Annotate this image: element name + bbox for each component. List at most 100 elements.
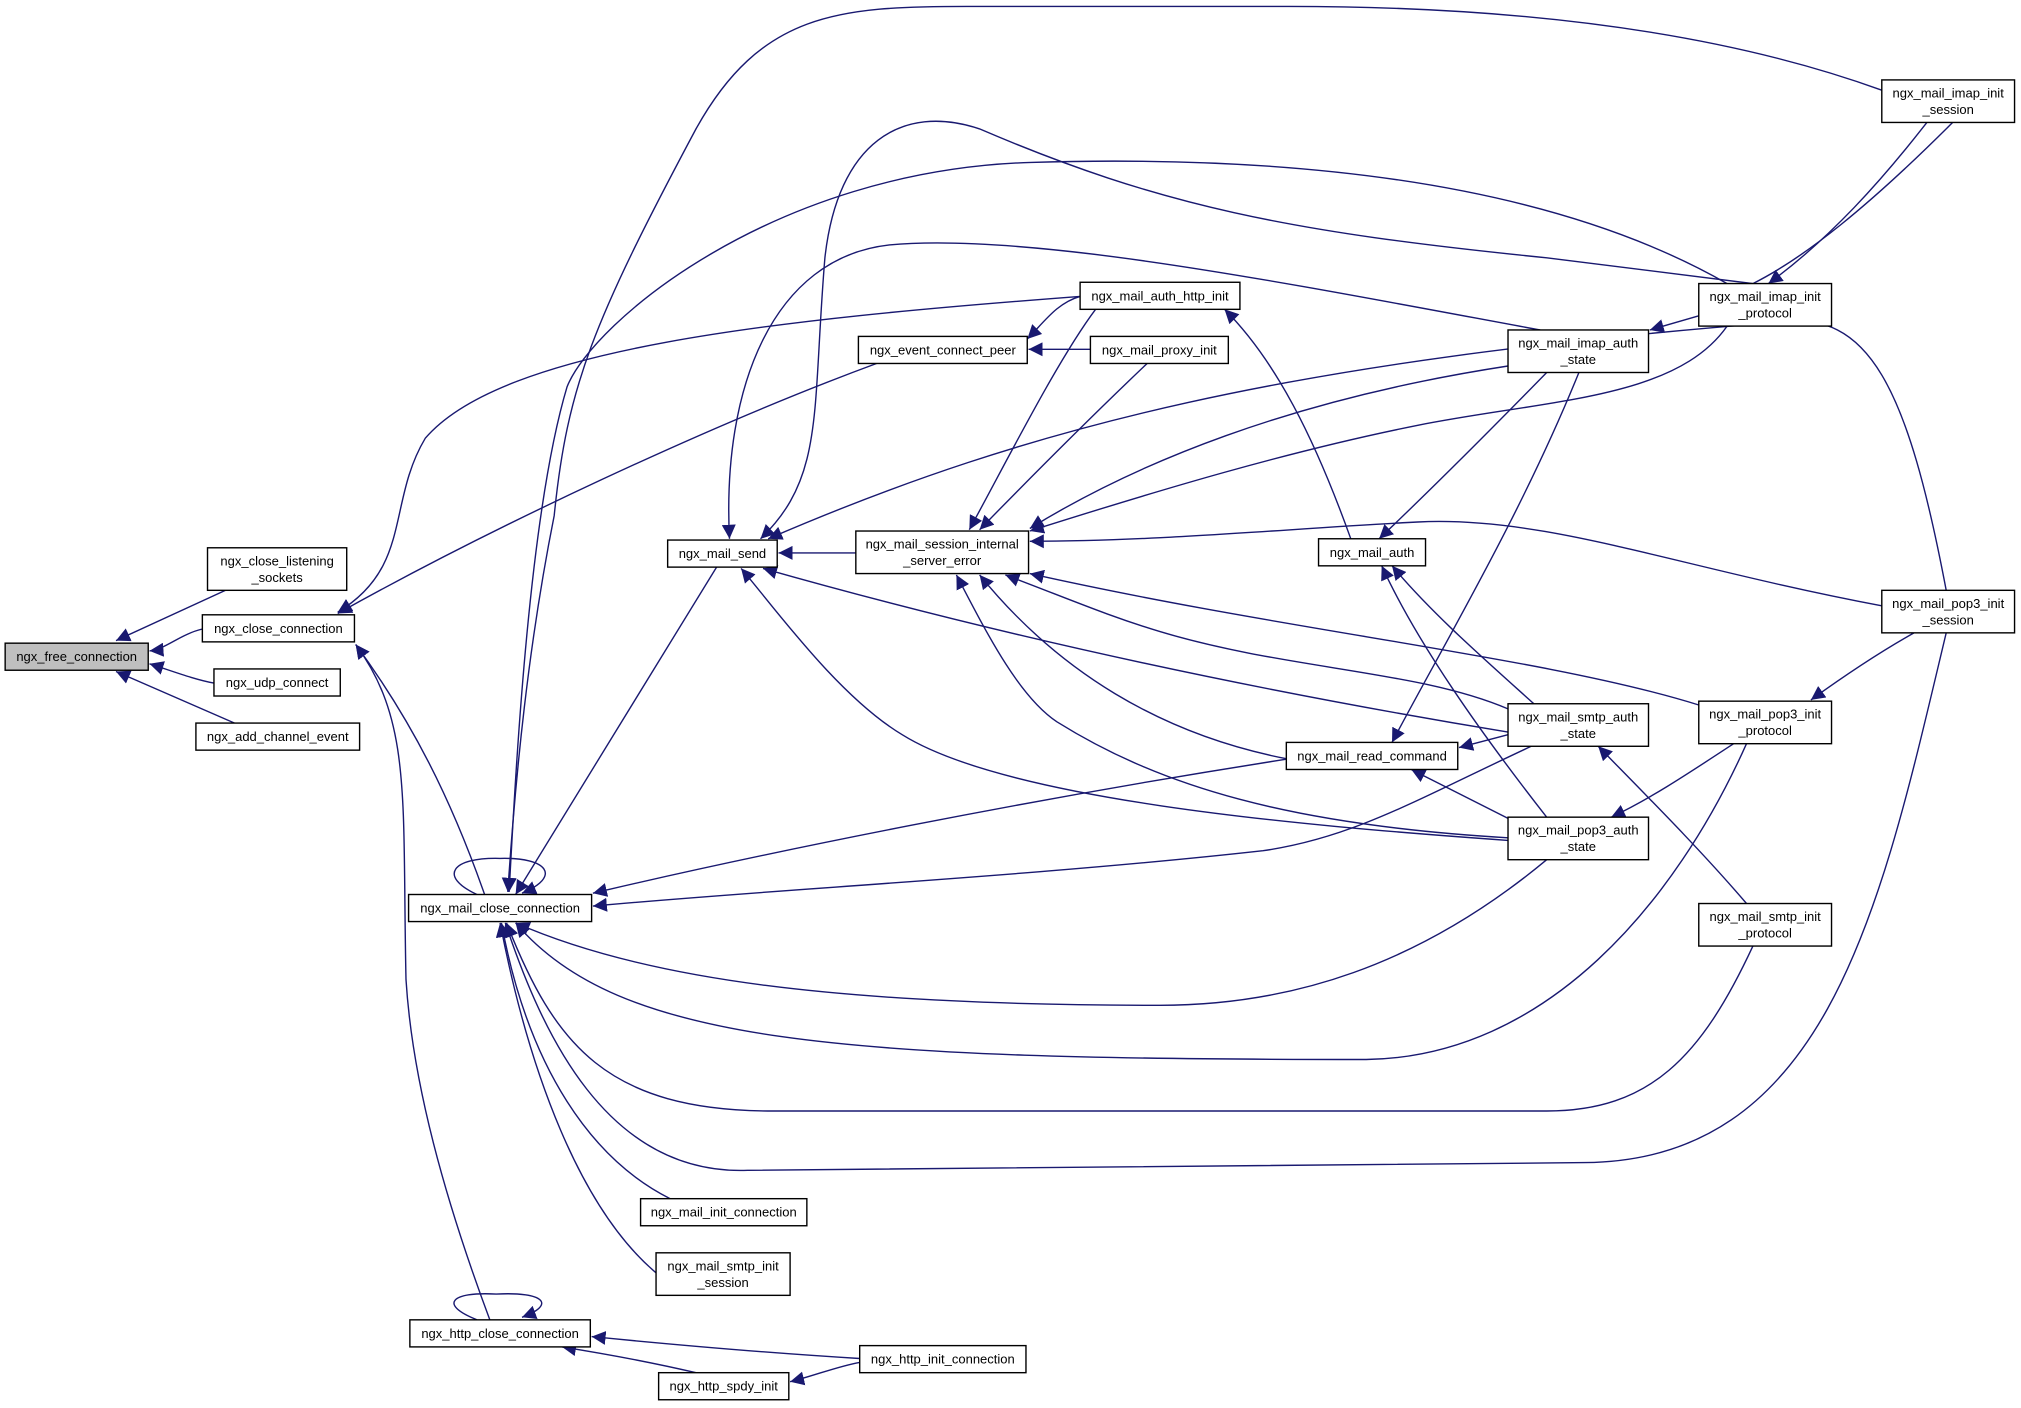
edge-line: [1029, 569, 1700, 706]
node-mail-auth[interactable]: ngx_mail_auth: [1317, 538, 1427, 567]
node-box: [1285, 741, 1459, 771]
edge-smtp-init-protocol-to-mail-close: [505, 922, 1754, 1112]
edge-pop3-auth-state-to-session-internal-err: [955, 574, 1509, 839]
node-pop3-init-session[interactable]: ngx_mail_pop3_init_session: [1881, 589, 2016, 634]
node-mail-send[interactable]: ngx_mail_send: [666, 539, 778, 568]
edge-imap-init-protocol-to-session-internal-err: [1029, 325, 1728, 534]
node-mail-proxy-init[interactable]: ngx_mail_proxy_init: [1089, 335, 1230, 365]
node-close-listen[interactable]: ngx_close_listening_sockets: [206, 547, 348, 592]
edge-line: [1391, 372, 1580, 743]
node-smtp-auth-state[interactable]: ngx_mail_smtp_auth_state: [1507, 703, 1650, 747]
node-label: ngx_free_connection: [16, 649, 137, 664]
edge-line: [592, 745, 1532, 912]
node-imap-init-protocol[interactable]: ngx_mail_imap_init_protocol: [1698, 282, 1833, 327]
edge-smtp-auth-state-to-mail-close: [592, 745, 1532, 912]
node-mail-close[interactable]: ngx_mail_close_connection: [407, 893, 593, 923]
node-http-close[interactable]: ngx_http_close_connection: [409, 1319, 592, 1348]
edge-line: [515, 859, 1548, 1007]
edge-line: [115, 670, 235, 724]
node-add-channel[interactable]: ngx_add_channel_event: [195, 722, 361, 751]
node-box: [1881, 79, 2016, 124]
edge-line: [968, 308, 1097, 531]
edge-mail-send-to-mail-close: [515, 566, 718, 895]
node-box: [1079, 281, 1241, 311]
edge-http-init-conn-to-http-close: [591, 1331, 860, 1360]
node-mail-init-conn[interactable]: ngx_mail_init_connection: [639, 1197, 808, 1227]
node-label: ngx_mail_smtp_init: [1710, 909, 1822, 924]
node-label: _state: [1560, 839, 1596, 854]
edge-line: [1767, 121, 1928, 285]
node-box: [4, 642, 149, 671]
edge-mail-proxy-init-to-session-internal-err: [979, 362, 1148, 531]
edge-mail-read-command-to-session-internal-err: [979, 574, 1290, 760]
node-label: ngx_mail_close_connection: [420, 901, 580, 916]
node-http-init-conn[interactable]: ngx_http_init_connection: [858, 1344, 1027, 1374]
edge-mail-read-command-to-mail-close: [592, 758, 1287, 897]
edge-line: [149, 661, 215, 684]
edges-layer: [115, 5, 1954, 1386]
node-box: [206, 547, 348, 592]
node-label: ngx_mail_imap_init: [1710, 289, 1822, 304]
node-pop3-init-protocol[interactable]: ngx_mail_pop3_init_protocol: [1698, 700, 1833, 745]
edge-http-init-conn-to-spdy-init: [789, 1361, 860, 1386]
edge-line: [1029, 365, 1509, 530]
node-label: ngx_http_close_connection: [421, 1326, 579, 1341]
edge-line: [1610, 743, 1734, 818]
node-box: [1507, 329, 1650, 374]
edge-line: [740, 567, 1509, 842]
node-pop3-auth-state[interactable]: ngx_mail_pop3_auth_state: [1507, 816, 1650, 861]
node-smtp-init-session[interactable]: ngx_mail_smtp_init_session: [655, 1252, 791, 1297]
node-udp-connect[interactable]: ngx_udp_connect: [213, 668, 341, 697]
node-box: [855, 530, 1030, 575]
node-label: ngx_mail_auth: [1330, 545, 1415, 560]
node-label: ngx_mail_pop3_auth: [1518, 823, 1639, 838]
node-mail-read-command[interactable]: ngx_mail_read_command: [1285, 741, 1459, 771]
edge-http-close-to-close-conn: [355, 644, 491, 1321]
node-smtp-init-protocol[interactable]: ngx_mail_smtp_init_protocol: [1698, 902, 1833, 947]
edge-line: [453, 857, 546, 896]
edge-line: [1458, 734, 1509, 751]
edge-line: [1378, 372, 1548, 540]
edge-pop3-auth-state-to-mail-close: [515, 859, 1548, 1007]
node-box: [195, 722, 361, 751]
node-label: ngx_mail_pop3_init: [1709, 707, 1821, 722]
edge-line: [453, 1293, 543, 1321]
edge-line: [762, 565, 1509, 733]
node-close-conn[interactable]: ngx_close_connection: [201, 614, 356, 643]
node-label: ngx_mail_smtp_init: [667, 1258, 779, 1273]
edge-imap-auth-state-to-session-internal-err: [1029, 365, 1509, 530]
node-session-internal-err[interactable]: ngx_mail_session_internal_server_error: [855, 530, 1030, 575]
edge-smtp-auth-state-to-session-internal-err: [1005, 573, 1509, 710]
node-label: ngx_mail_read_command: [1297, 748, 1447, 763]
edge-line: [355, 644, 491, 1321]
node-label: ngx_udp_connect: [226, 675, 329, 690]
node-imap-init-session[interactable]: ngx_mail_imap_init_session: [1881, 79, 2016, 124]
nodes-layer: ngx_free_connection ngx_close_listening_s…: [4, 79, 2016, 1401]
node-box: [666, 539, 778, 568]
node-free-conn[interactable]: ngx_free_connection: [4, 642, 149, 671]
edge-smtp-auth-state-to-mail-send: [762, 565, 1509, 733]
node-label: ngx_http_init_connection: [871, 1352, 1015, 1367]
edge-line: [355, 644, 486, 895]
edge-event-connect-peer-to-close-conn: [337, 362, 877, 615]
edge-mail-init-conn-to-mail-close: [497, 922, 671, 1200]
edge-line: [789, 1361, 860, 1386]
node-spdy-init[interactable]: ngx_http_spdy_init: [657, 1371, 790, 1401]
node-label: ngx_event_connect_peer: [870, 342, 1017, 357]
node-label: ngx_mail_imap_auth: [1518, 335, 1638, 350]
node-label: _sockets: [250, 570, 303, 585]
edge-imap-init-protocol-to-imap-auth-state: [1649, 315, 1699, 333]
edge-line: [1005, 573, 1509, 710]
node-event-connect-peer[interactable]: ngx_event_connect_peer: [857, 335, 1028, 365]
edge-mail-auth-http-init-to-close-conn: [337, 295, 1081, 613]
edge-line: [1597, 745, 1748, 904]
edge-close-listen-to-free-conn: [115, 589, 226, 642]
edge-pop3-auth-state-to-mail-auth: [1381, 565, 1548, 818]
edge-line: [501, 5, 1883, 892]
node-label: ngx_http_spdy_init: [670, 1379, 779, 1394]
node-imap-auth-state[interactable]: ngx_mail_imap_auth _state: [1507, 329, 1650, 374]
node-label: _state: [1560, 352, 1596, 367]
node-mail-auth-http-init[interactable]: ngx_mail_auth_http_init: [1079, 281, 1241, 311]
edge-mail-close-to-close-conn: [355, 644, 486, 895]
edge-pop3-init-protocol-to-session-internal-err: [1029, 569, 1700, 706]
